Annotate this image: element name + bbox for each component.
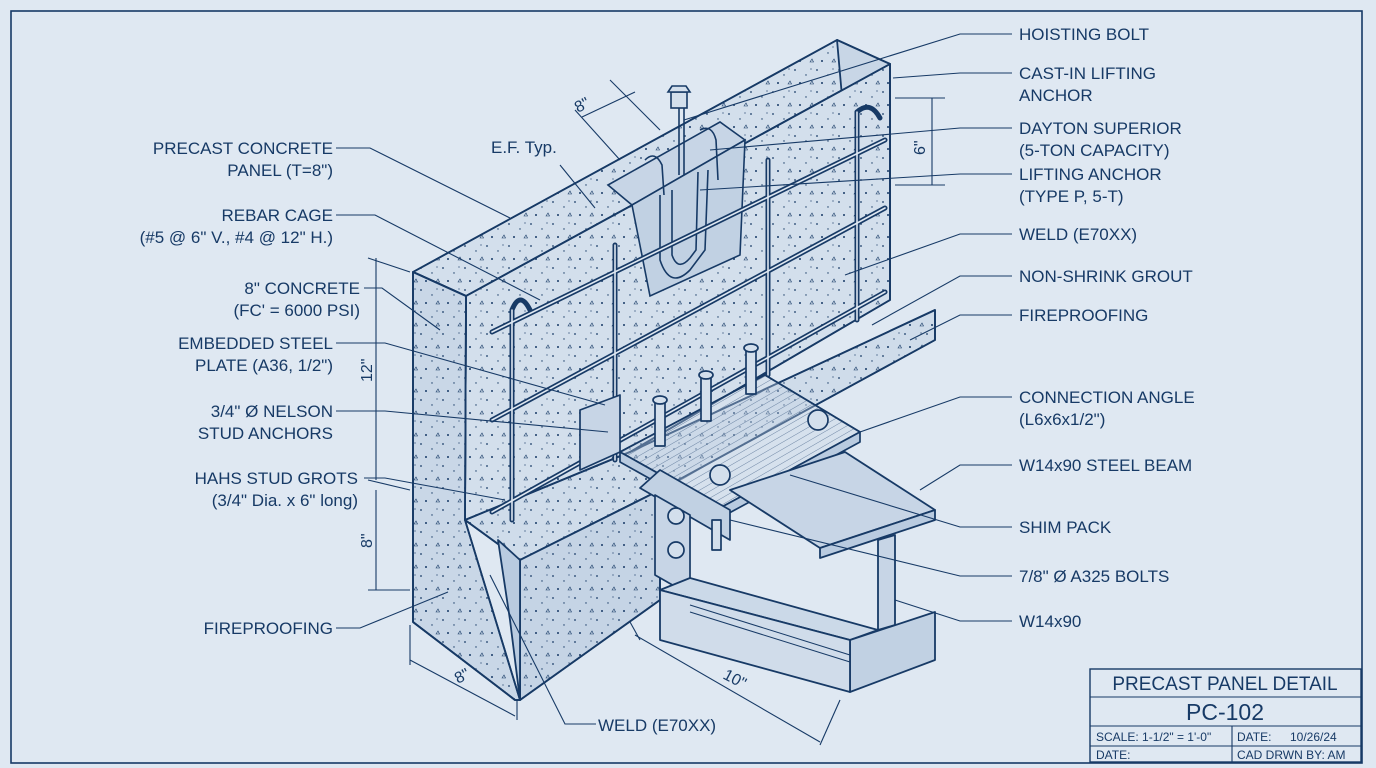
precast-panel [412, 39, 936, 701]
dim-left-8: 8" [359, 533, 376, 548]
right-callout-10: 7/8" Ø A325 BOLTS [1019, 567, 1169, 586]
right-callout-9: SHIM PACK [1019, 518, 1112, 537]
left-callout-4: 3/4" Ø NELSON STUD ANCHORS [198, 402, 333, 443]
right-callout-10-line-0: 7/8" Ø A325 BOLTS [1019, 567, 1169, 586]
right-callout-3: LIFTING ANCHOR (TYPE P, 5-T) [1019, 165, 1162, 206]
dimension-lines [367, 79, 945, 746]
title-block-number: PC-102 [1186, 699, 1264, 725]
title-block-drawn-by: CAD DRWN BY: AM [1237, 748, 1345, 762]
right-callout-5-line-0: NON-SHRINK GROUT [1019, 267, 1193, 286]
left-callout-0: PRECAST CONCRETE PANEL (T=8") [153, 139, 333, 180]
dim-top-8: 8" [572, 95, 593, 117]
left-callout-2: 8" CONCRETE (FC' = 6000 PSI) [233, 279, 360, 320]
right-callout-3-line-0: LIFTING ANCHOR [1019, 165, 1162, 184]
dim-left-12: 12" [359, 359, 376, 382]
dim-bottom-10: 10" [720, 667, 749, 693]
steel-beam [659, 451, 936, 693]
left-callout-3: EMBEDDED STEEL PLATE (A36, 1/2") [178, 334, 333, 375]
right-callout-9-line-0: SHIM PACK [1019, 518, 1112, 537]
right-callout-2-line-0: DAYTON SUPERIOR [1019, 119, 1182, 138]
right-callout-3-line-1: (TYPE P, 5-T) [1019, 187, 1124, 206]
right-callout-6: FIREPROOFING [1019, 306, 1148, 325]
right-callout-5: NON-SHRINK GROUT [1019, 267, 1193, 286]
left-callouts: PRECAST CONCRETE PANEL (T=8") REBAR CAGE (#… [140, 139, 360, 638]
right-callout-7-line-0: CONNECTION ANGLE [1019, 388, 1195, 407]
right-callout-1-line-1: ANCHOR [1019, 86, 1093, 105]
right-callout-4: WELD (E70XX) [1019, 225, 1137, 244]
dim-right-6: 6" [912, 140, 929, 155]
right-callout-4-line-0: WELD (E70XX) [1019, 225, 1137, 244]
left-callout-2-line-1: (FC' = 6000 PSI) [233, 301, 360, 320]
leader-lines [336, 33, 1012, 725]
lifting-anchor [606, 85, 747, 298]
right-callout-11: W14x90 [1019, 612, 1081, 631]
title-block-scale: SCALE: 1-1/2" = 1'-0" [1096, 730, 1211, 744]
right-callout-8: W14x90 STEEL BEAM [1019, 456, 1192, 475]
dim-bottom-8: 8" [452, 666, 473, 688]
left-callout-1: REBAR CAGE (#5 @ 6" V., #4 @ 12" H.) [140, 206, 333, 247]
right-callout-11-line-0: W14x90 [1019, 612, 1081, 631]
left-callout-5-line-0: HAHS STUD GROTS [195, 469, 358, 488]
right-callout-8-line-0: W14x90 STEEL BEAM [1019, 456, 1192, 475]
left-callout-4-line-1: STUD ANCHORS [198, 424, 333, 443]
right-callout-0-line-0: HOISTING BOLT [1019, 25, 1149, 44]
left-callout-0-line-0: PRECAST CONCRETE [153, 139, 333, 158]
title-block: PRECAST PANEL DETAIL PC-102 SCALE: 1-1/2… [1089, 668, 1362, 763]
title-block-date2: DATE: [1096, 748, 1130, 762]
right-callout-2: DAYTON SUPERIOR (5-TON CAPACITY) [1019, 119, 1182, 160]
left-callout-3-line-1: PLATE (A36, 1/2") [195, 356, 333, 375]
right-callouts: HOISTING BOLT CAST-IN LIFTING ANCHOR DAYTON… [1019, 25, 1195, 631]
left-callout-2-line-0: 8" CONCRETE [244, 279, 360, 298]
sheet-border [10, 10, 1363, 764]
left-callout-1-line-1: (#5 @ 6" V., #4 @ 12" H.) [140, 228, 333, 247]
left-callout-5: HAHS STUD GROTS (3/4" Dia. x 6" long) [195, 469, 358, 510]
title-block-date-label: DATE: [1237, 730, 1271, 744]
left-callout-1-line-0: REBAR CAGE [222, 206, 333, 225]
right-callout-1-line-0: CAST-IN LIFTING [1019, 64, 1156, 83]
left-callout-6-line-0: FIREPROOFING [204, 619, 333, 638]
right-callout-1: CAST-IN LIFTING ANCHOR [1019, 64, 1156, 105]
left-callout-6: FIREPROOFING [204, 619, 333, 638]
left-callout-4-line-0: 3/4" Ø NELSON [211, 402, 333, 421]
left-callout-0-line-1: PANEL (T=8") [227, 161, 333, 180]
bottom-weld-label: WELD (E70XX) [598, 716, 716, 735]
title-block-title: PRECAST PANEL DETAIL [1112, 674, 1337, 695]
right-callout-7-line-1: (L6x6x1/2") [1019, 410, 1105, 429]
ef-typ-label: E.F. Typ. [491, 138, 557, 157]
right-callout-6-line-0: FIREPROOFING [1019, 306, 1148, 325]
right-callout-0: HOISTING BOLT [1019, 25, 1149, 44]
right-callout-7: CONNECTION ANGLE (L6x6x1/2") [1019, 388, 1195, 429]
right-callout-2-line-1: (5-TON CAPACITY) [1019, 141, 1170, 160]
left-callout-5-line-1: (3/4" Dia. x 6" long) [212, 491, 358, 510]
left-callout-3-line-0: EMBEDDED STEEL [178, 334, 333, 353]
title-block-date-value: 10/26/24 [1290, 730, 1337, 744]
